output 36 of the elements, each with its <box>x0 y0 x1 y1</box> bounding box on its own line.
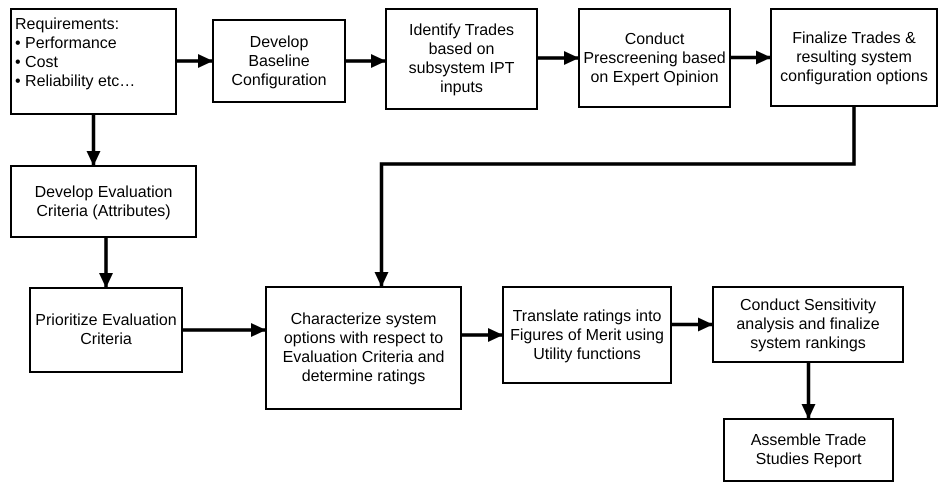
process-box <box>10 8 177 115</box>
box-label: • Cost <box>15 53 58 72</box>
process-box <box>712 286 904 363</box>
box-label: • Performance <box>15 34 117 53</box>
arrow <box>177 54 213 68</box>
process-box <box>265 286 462 410</box>
box-label: • Reliability etc… <box>15 72 136 91</box>
process-box <box>10 165 197 238</box>
arrow <box>183 323 266 337</box>
arrow <box>802 363 816 419</box>
arrow <box>538 51 579 65</box>
box-label: Characterize system options with respect to Evaluation Criteria and determine ratings <box>282 310 446 386</box>
arrow <box>99 238 113 288</box>
arrow <box>462 328 503 342</box>
process-box <box>502 286 672 384</box>
process-box <box>723 418 894 482</box>
box-label: Requirements: <box>15 15 120 34</box>
box-label: Assemble Trade Studies Report <box>750 431 868 469</box>
box-label: Prioritize Evaluation Criteria <box>34 311 178 349</box>
process-box <box>578 8 731 108</box>
box-label: Identify Trades based on subsystem IPT inputs <box>408 21 516 97</box>
arrow <box>672 318 713 332</box>
box-label: Conduct Prescreening based on Expert Opinion <box>583 30 726 86</box>
process-box <box>212 19 346 103</box>
box-label: Conduct Sensitivity analysis and finalize system rankings <box>735 296 881 353</box>
arrow <box>731 50 771 64</box>
box-label: Translate ratings into Figures of Merit using Utility functions <box>509 306 665 364</box>
arrow <box>374 107 856 287</box>
arrow <box>86 115 100 166</box>
process-box <box>29 287 183 373</box>
box-label: Develop Baseline Configuration <box>230 32 328 90</box>
process-box <box>770 8 938 107</box>
arrow <box>346 54 386 68</box>
process-box <box>385 8 538 110</box>
box-label: Develop Evaluation Criteria (Attributes) <box>34 182 174 220</box>
box-label: Finalize Trades & resulting system configuration options <box>779 29 929 86</box>
